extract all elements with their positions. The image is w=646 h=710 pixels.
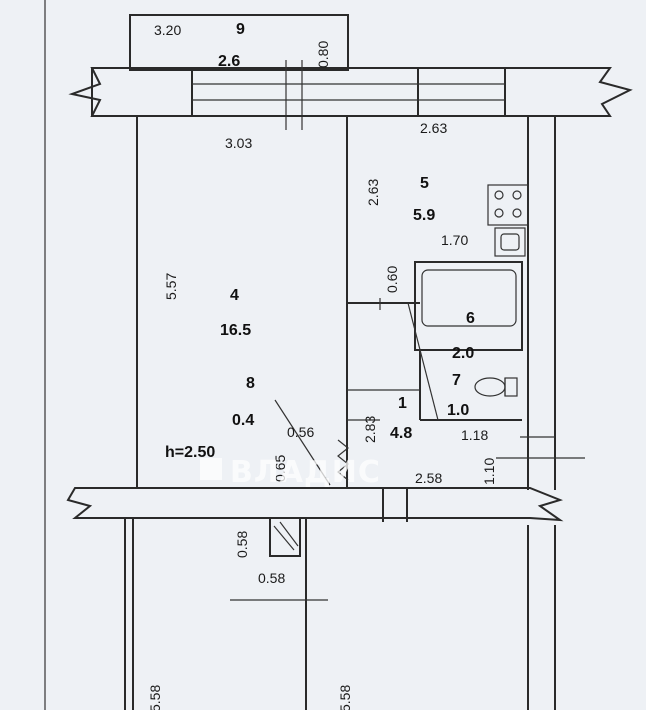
kitchen-width-label: 2.63	[420, 120, 447, 136]
room-1-number: 1	[398, 395, 407, 412]
stove-icon	[487, 184, 529, 226]
toilet-icon	[474, 377, 518, 397]
room-4-outline	[136, 115, 348, 489]
room-5-number: 5	[420, 175, 429, 192]
room-8-area: 0.4	[232, 412, 254, 429]
balcony-outline	[129, 14, 349, 71]
lower-niche-b-label: 0.58	[258, 570, 285, 586]
room4-length-label: 5.57	[163, 273, 179, 300]
lower-rooms	[124, 517, 328, 710]
balcony-depth-label: 0.80	[315, 41, 331, 68]
kitchen-length-label: 2.63	[365, 179, 381, 206]
toilet-width-label: 1.18	[461, 427, 488, 443]
hall-length-label: 2.58	[415, 470, 442, 486]
room-6-area: 2.0	[452, 345, 474, 362]
wet-zone-walls	[347, 261, 523, 421]
bath-gap-label: 0.60	[384, 266, 400, 293]
room-8-number: 8	[246, 375, 255, 392]
watermark-text: ВЛАДИС	[230, 455, 381, 490]
lower-niche-a-label: 0.58	[234, 531, 250, 558]
room-9-number: 9	[236, 21, 245, 38]
right-outer-wall	[496, 116, 585, 710]
middle-corridor-wall	[66, 487, 564, 522]
room-5-area: 5.9	[413, 207, 435, 224]
watermark-logo: ВЛАДИС	[200, 455, 381, 490]
room-1-area: 4.8	[390, 425, 412, 442]
ceiling-height-label: h=2.50	[165, 444, 215, 461]
room-7-number: 7	[452, 372, 461, 389]
room4-width-label: 3.03	[225, 135, 252, 151]
lower-left-length-label: 5.58	[147, 685, 163, 710]
sink-icon	[494, 227, 526, 257]
lower-right-length-label: 5.58	[337, 685, 353, 710]
kitchen-counter-label: 1.70	[441, 232, 468, 248]
room-4-area: 16.5	[220, 322, 251, 339]
room-9-area: 2.6	[218, 53, 240, 70]
balcony-width-label: 3.20	[154, 22, 181, 38]
top-outer-wall	[68, 60, 633, 130]
room-4-number: 4	[230, 287, 239, 304]
toilet-length-label: 1.10	[481, 458, 497, 485]
room-6-number: 6	[466, 310, 475, 327]
closet-width-label: 0.56	[287, 424, 314, 440]
closet-depth-label: 0.65	[272, 455, 288, 482]
hall-width-label: 2.83	[362, 416, 378, 443]
room-7-area: 1.0	[447, 402, 469, 419]
closet-8-door	[274, 399, 349, 486]
